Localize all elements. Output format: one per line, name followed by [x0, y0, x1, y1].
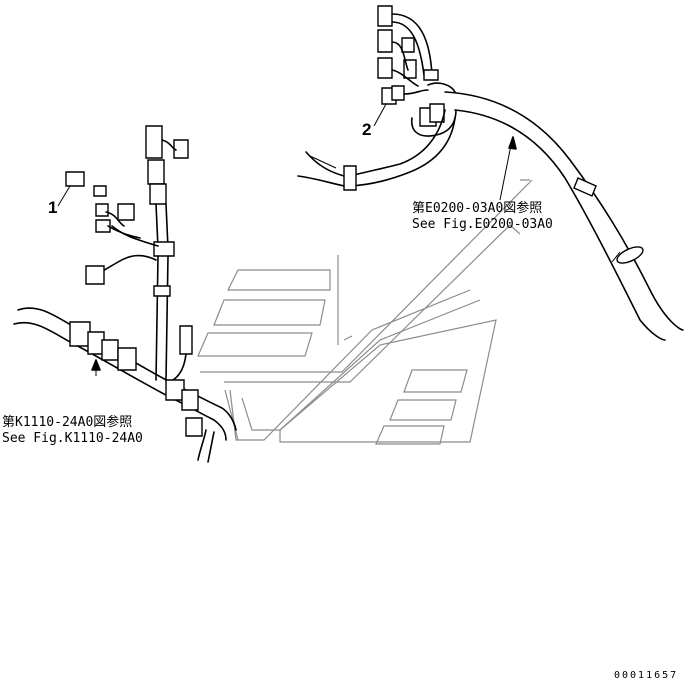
reference-right-en: See Fig.E0200-03A0: [412, 217, 553, 232]
reference-left-en: See Fig.K1110-24A0: [2, 431, 143, 446]
callout-1: 1: [48, 198, 57, 217]
upper-branch-harness: [297, 109, 456, 191]
leader-lines: [57, 103, 517, 376]
left-vertical-harness: [65, 125, 193, 383]
upper-connector-cluster: [377, 5, 457, 137]
right-main-harness: [427, 82, 684, 341]
arrow-right-reference: [508, 136, 517, 150]
arrow-left-reference: [91, 359, 101, 371]
reference-left-jp: 第K1110-24A0図参照: [2, 414, 132, 430]
reference-right-jp: 第E0200-03A0図参照: [412, 200, 542, 216]
callout-2: 2: [362, 120, 371, 139]
lower-left-harness: [13, 307, 237, 463]
drawing-number: 00011657: [614, 670, 678, 681]
